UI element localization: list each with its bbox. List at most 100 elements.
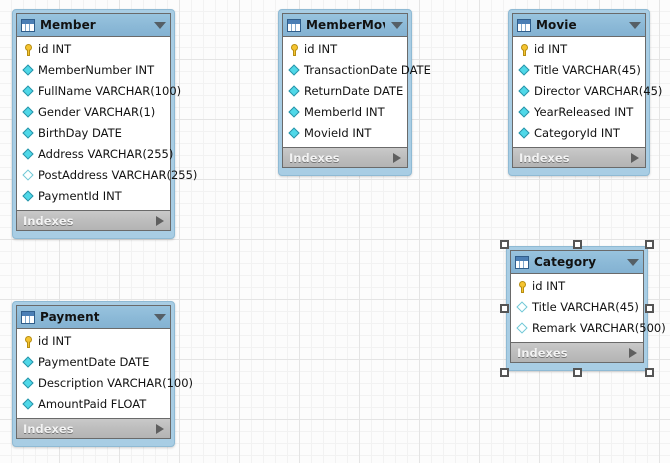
table-node-category[interactable]: Category id INT Title VARCHAR(45)Remark VA… xyxy=(506,246,666,371)
resize-handle-e[interactable] xyxy=(645,304,654,313)
diamond-icon xyxy=(288,106,301,119)
diamond-icon xyxy=(22,64,35,77)
diamond-icon xyxy=(518,64,531,77)
table-header[interactable]: Category xyxy=(511,251,643,274)
column-row[interactable]: YearReleased INT xyxy=(513,102,645,123)
chevron-down-icon[interactable] xyxy=(629,21,641,29)
chevron-down-icon[interactable] xyxy=(154,21,166,29)
column-row[interactable]: Remark VARCHAR(500) xyxy=(511,318,666,339)
column-row[interactable]: ReturnDate DATE xyxy=(283,81,407,102)
column-row[interactable]: id INT xyxy=(513,39,645,60)
resize-handle-se[interactable] xyxy=(645,368,654,377)
resize-handle-ne[interactable] xyxy=(645,240,654,249)
key-icon xyxy=(22,43,35,56)
indexes-label: Indexes xyxy=(519,150,570,165)
indexes-label: Indexes xyxy=(23,421,74,436)
table-node-membermovie[interactable]: MemberMovie id INT TransactionDate DATERet… xyxy=(278,9,431,176)
table-header[interactable]: Payment xyxy=(17,306,170,329)
column-label: Address VARCHAR(255) xyxy=(38,147,174,161)
column-label: id INT xyxy=(38,334,72,348)
column-row[interactable]: MemberNumber INT xyxy=(17,60,170,81)
column-row[interactable]: TransactionDate DATE xyxy=(283,60,431,81)
column-row[interactable]: id INT xyxy=(17,331,170,352)
column-row[interactable]: id INT xyxy=(283,39,407,60)
table-icon xyxy=(515,255,529,269)
triangle-right-icon[interactable] xyxy=(393,152,401,163)
triangle-right-icon[interactable] xyxy=(156,215,164,226)
table-name-label: Payment xyxy=(40,310,100,324)
column-row[interactable]: id INT xyxy=(17,39,170,60)
table-node-payment[interactable]: Payment id INT PaymentDate DATE Description… xyxy=(12,301,193,447)
column-row[interactable]: BirthDay DATE xyxy=(17,123,170,144)
diamond-icon xyxy=(518,106,531,119)
resize-handle-s[interactable] xyxy=(572,368,582,377)
diamond-icon xyxy=(22,85,35,98)
column-row[interactable]: Title VARCHAR(45) xyxy=(513,60,645,81)
column-label: MemberId INT xyxy=(304,105,385,119)
column-label: YearReleased INT xyxy=(534,105,634,119)
table-node-movie[interactable]: Movie id INT Title VARCHAR(45) Director VAR… xyxy=(508,9,662,176)
diamond-open-icon xyxy=(22,169,35,182)
indexes-section[interactable]: Indexes xyxy=(17,418,170,438)
column-label: id INT xyxy=(304,42,338,56)
indexes-section[interactable]: Indexes xyxy=(17,210,170,230)
resize-handle-nw[interactable] xyxy=(500,240,509,249)
diamond-icon xyxy=(288,127,301,140)
chevron-down-icon[interactable] xyxy=(391,21,403,29)
diamond-open-icon xyxy=(516,322,529,335)
table-name-label: Movie xyxy=(536,18,577,32)
column-row[interactable]: CategoryId INT xyxy=(513,123,645,144)
column-label: AmountPaid FLOAT xyxy=(38,397,147,411)
table-header[interactable]: Movie xyxy=(513,14,645,37)
diamond-icon xyxy=(22,377,35,390)
table-header[interactable]: Member xyxy=(17,14,170,37)
column-row[interactable]: Director VARCHAR(45) xyxy=(513,81,662,102)
diamond-icon xyxy=(22,127,35,140)
table-name-label: Category xyxy=(534,255,597,269)
triangle-right-icon[interactable] xyxy=(631,152,639,163)
column-label: CategoryId INT xyxy=(534,126,620,140)
table-name-label: MemberMovie xyxy=(306,18,385,32)
diamond-icon xyxy=(22,398,35,411)
column-list: id INT Title VARCHAR(45) Director VARCHAR(… xyxy=(513,37,662,147)
indexes-section[interactable]: Indexes xyxy=(283,147,407,167)
column-label: id INT xyxy=(532,279,566,293)
indexes-label: Indexes xyxy=(289,150,340,165)
column-row[interactable]: PostAddress VARCHAR(255) xyxy=(17,165,197,186)
column-row[interactable]: Gender VARCHAR(1) xyxy=(17,102,170,123)
resize-handle-w[interactable] xyxy=(500,304,509,313)
triangle-right-icon[interactable] xyxy=(156,423,164,434)
column-label: BirthDay DATE xyxy=(38,126,122,140)
column-label: PaymentDate DATE xyxy=(38,355,150,369)
column-row[interactable]: PaymentId INT xyxy=(17,186,170,207)
table-icon xyxy=(287,18,301,32)
column-label: MovieId INT xyxy=(304,126,372,140)
column-row[interactable]: MemberId INT xyxy=(283,102,407,123)
chevron-down-icon[interactable] xyxy=(154,313,166,321)
triangle-right-icon[interactable] xyxy=(629,347,637,358)
column-label: PaymentId INT xyxy=(38,189,122,203)
column-row[interactable]: Title VARCHAR(45) xyxy=(511,297,643,318)
column-row[interactable]: AmountPaid FLOAT xyxy=(17,394,170,415)
column-row[interactable]: Address VARCHAR(255) xyxy=(17,144,174,165)
table-header[interactable]: MemberMovie xyxy=(283,14,407,37)
column-label: Title VARCHAR(45) xyxy=(534,63,641,77)
resize-handle-sw[interactable] xyxy=(500,368,509,377)
column-row[interactable]: PaymentDate DATE xyxy=(17,352,170,373)
column-label: Director VARCHAR(45) xyxy=(534,84,663,98)
column-label: Description VARCHAR(100) xyxy=(38,376,194,390)
indexes-section[interactable]: Indexes xyxy=(513,147,645,167)
column-row[interactable]: Description VARCHAR(100) xyxy=(17,373,193,394)
chevron-down-icon[interactable] xyxy=(627,258,639,266)
resize-handle-n[interactable] xyxy=(572,240,582,249)
key-icon xyxy=(22,335,35,348)
column-row[interactable]: FullName VARCHAR(100) xyxy=(17,81,181,102)
indexes-section[interactable]: Indexes xyxy=(511,342,643,362)
column-row[interactable]: id INT xyxy=(511,276,643,297)
column-label: id INT xyxy=(38,42,72,56)
column-row[interactable]: MovieId INT xyxy=(283,123,407,144)
table-body: Category id INT Title VARCHAR(45)Remark VA… xyxy=(510,250,666,363)
table-name-label: Member xyxy=(40,18,96,32)
